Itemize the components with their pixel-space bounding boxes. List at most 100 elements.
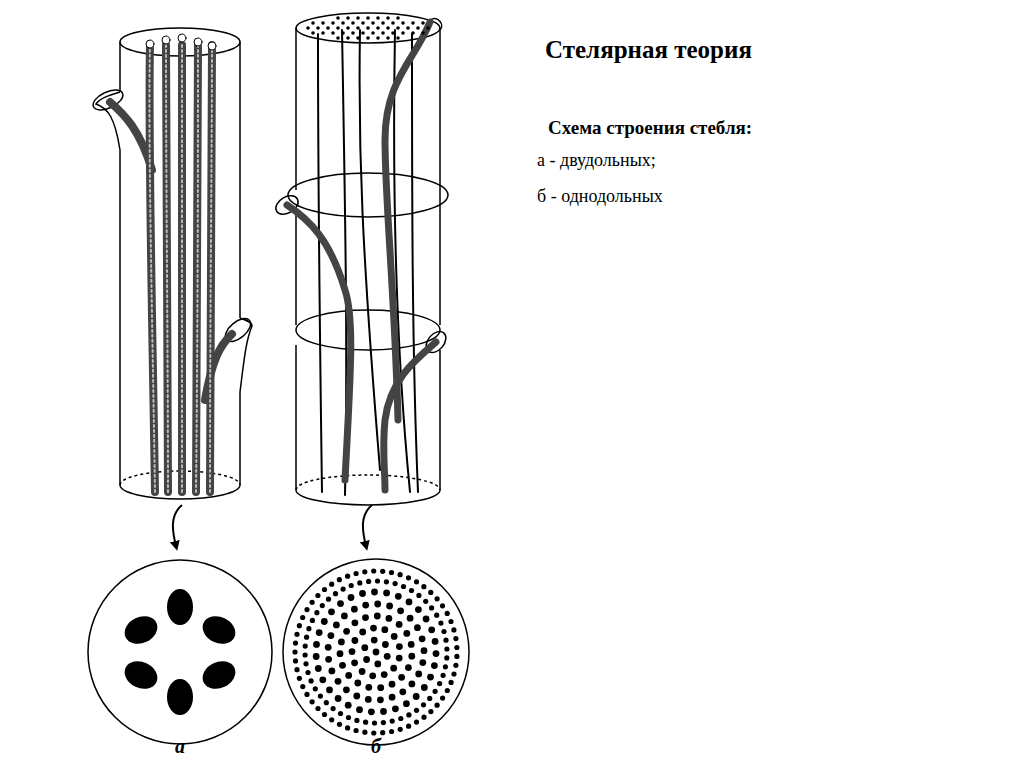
bundle-dot (381, 671, 388, 678)
bundle-dot (321, 21, 325, 25)
bundle-dot (341, 21, 345, 25)
bundle-dot (391, 633, 398, 640)
bundle-dot (333, 591, 338, 596)
bundle-dot (406, 724, 411, 729)
bundle-dot (377, 684, 384, 691)
bundle-dot (337, 577, 342, 582)
bundle-dot (384, 579, 389, 584)
bundle-dot (398, 727, 403, 732)
bundle-dot (428, 709, 433, 714)
dicot-stem (90, 28, 255, 499)
bundle-dot (313, 686, 318, 691)
bundle-dot (389, 681, 396, 688)
bundle-dot (409, 588, 414, 593)
bundle-dot (421, 715, 426, 720)
bundle-dot (338, 711, 343, 716)
bundle-dot (311, 31, 315, 35)
bundle-dot (304, 692, 309, 697)
bundle-dot (351, 659, 358, 666)
bundle-dot (325, 656, 332, 663)
arrow (363, 505, 372, 546)
bundle-dot (386, 615, 393, 622)
bundle-dot (352, 637, 359, 644)
bundle-dot (343, 686, 350, 693)
bundle-dot (423, 599, 428, 604)
bundle-dot (374, 601, 381, 608)
bundle-dot (329, 717, 334, 722)
bundle-dot (407, 615, 414, 622)
bundle-dot (437, 681, 442, 686)
bundle-dot (335, 678, 342, 685)
bundle-dot (398, 716, 403, 721)
bundle-dot (322, 587, 327, 592)
bundle-dot (346, 36, 350, 40)
bundle-dot (380, 708, 387, 715)
bundle-dot (381, 720, 386, 725)
bundle-dot (329, 582, 334, 587)
bundle-dot (393, 581, 398, 586)
bundle-dot (356, 36, 360, 40)
bundle-dot (419, 635, 426, 642)
bundle-dot (341, 587, 346, 592)
bundle-dot (348, 594, 355, 601)
bundle-dot (365, 684, 372, 691)
bundle-dot (362, 614, 369, 621)
bundle-dot (416, 26, 420, 30)
bundle-dot (341, 613, 348, 620)
bundle-dot (384, 653, 391, 660)
bundle-dot (396, 621, 403, 628)
bundle-dot (337, 600, 344, 607)
bundle-dot (361, 21, 365, 25)
bundle-dot (382, 641, 389, 648)
bundle-dot (389, 694, 396, 701)
bundle-dot (313, 653, 320, 660)
bundle-dot (341, 31, 345, 35)
bundle-dot (313, 641, 320, 648)
bundle-dot (354, 680, 361, 687)
bundle-dot (303, 652, 308, 657)
bundle-dot (349, 583, 354, 588)
bundle-dot (366, 579, 371, 584)
bundle-dot (318, 694, 323, 699)
bundle-dot (336, 16, 340, 20)
dicot-section (88, 560, 272, 744)
bundle-dot (331, 706, 336, 711)
top-dots (306, 16, 430, 40)
bundle-dot (429, 605, 434, 610)
bundle-dot (292, 649, 297, 654)
bundle-dot (351, 606, 358, 613)
bundle-dot (314, 610, 319, 615)
bundle-dot (396, 36, 400, 40)
bundle-dot (380, 730, 385, 735)
bundle-dot (426, 26, 430, 30)
bundle-dot (303, 644, 308, 649)
bundle-dot (453, 663, 458, 668)
scattered-bundles (287, 22, 436, 495)
bundle-dot (319, 676, 326, 683)
bundle-dot (346, 715, 351, 720)
bundle-dot (353, 693, 360, 700)
bundle-dot (362, 730, 367, 735)
bundle-dot (345, 725, 350, 730)
legend-item: а - двудольных; (537, 150, 656, 171)
bundle-dot (376, 36, 380, 40)
bundle-dot (356, 706, 363, 713)
bundle-dot (428, 590, 433, 595)
bundle-dot (386, 603, 393, 610)
bundle-dot (337, 650, 344, 657)
monocot-stem (273, 13, 450, 505)
bundle-dot (421, 21, 425, 25)
bundle-dot (389, 570, 394, 575)
bundle-dot (377, 696, 384, 703)
bundle-dot (354, 571, 359, 576)
bundle-dot (376, 26, 380, 30)
bundle-dot (328, 608, 335, 615)
bundle-dot (399, 688, 406, 695)
bundle-dot (300, 684, 305, 689)
bundle-dot (359, 629, 366, 636)
bundle-dot (386, 26, 390, 30)
bundle-dot (435, 703, 440, 708)
bundle-dot (315, 593, 320, 598)
bundle-dot (346, 16, 350, 20)
bundle-dot (415, 671, 422, 678)
